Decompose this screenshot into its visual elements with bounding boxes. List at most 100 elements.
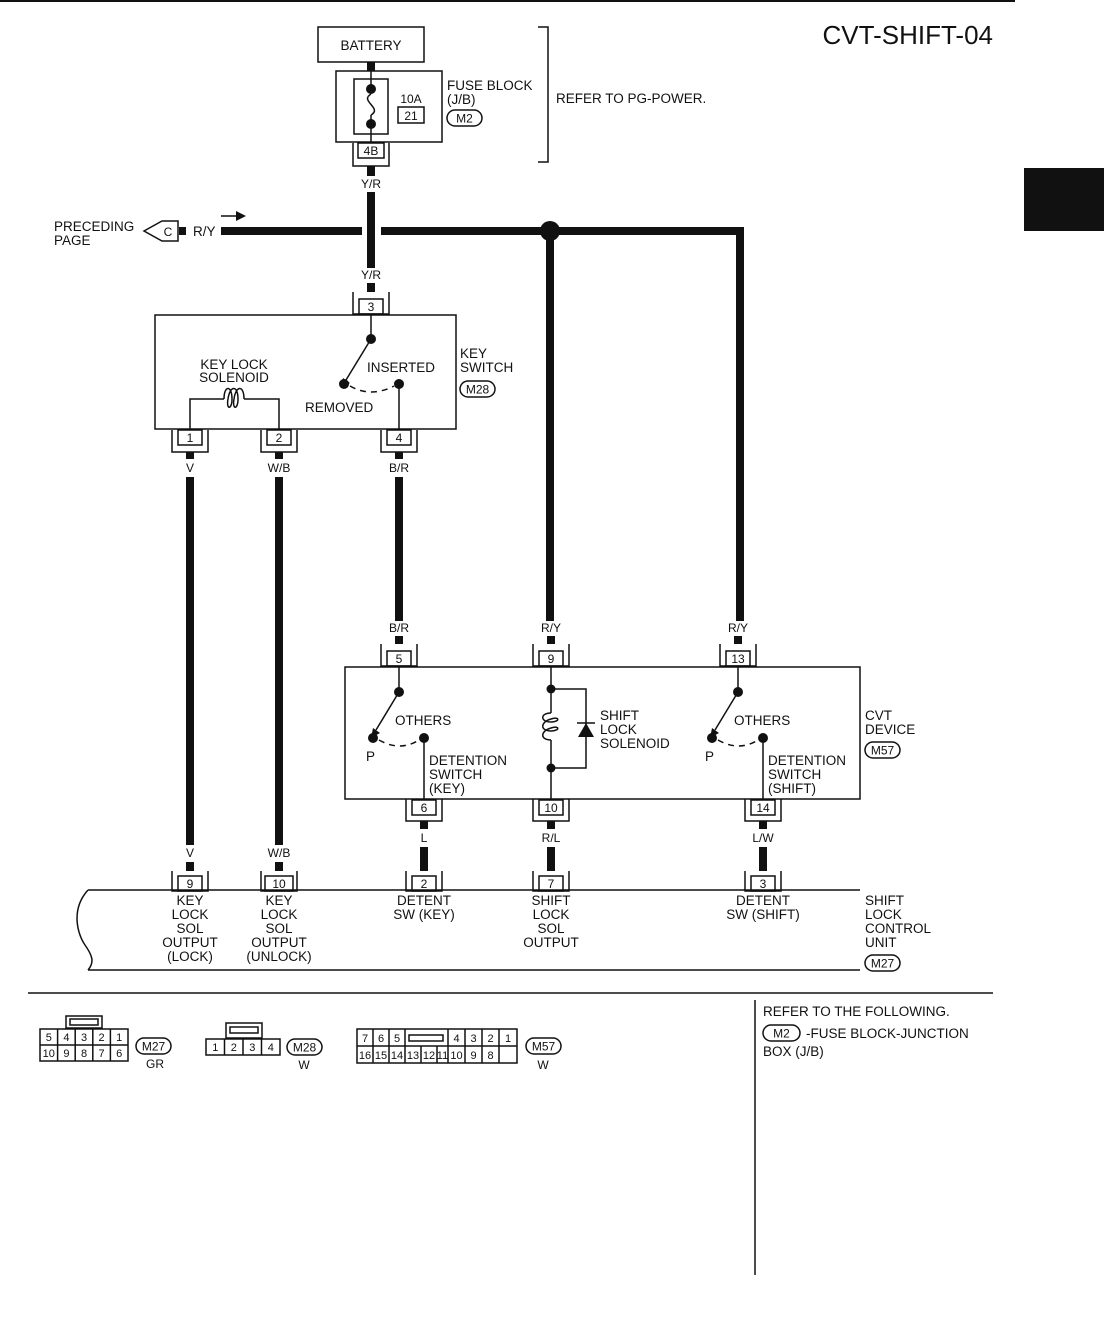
u-pin3-label: 3 (760, 877, 767, 891)
cvt-pin5-box (386, 650, 412, 667)
m27-pin: 2 (99, 1032, 105, 1044)
m57-pin: 15 (375, 1050, 387, 1062)
refer-box-jb: BOX (J/B) (763, 1044, 824, 1059)
m28-pin: 3 (249, 1042, 255, 1054)
connector-m27-face (39, 1015, 129, 1062)
dss-label2: SWITCH (768, 767, 821, 782)
wire-cvt13-label: R/Y (728, 621, 748, 635)
u-t3-line1: DETENT (736, 893, 790, 908)
u-t9-line3: SOL (176, 921, 204, 936)
fuse-connector-id: M2 (456, 112, 473, 126)
cvt-pin13-box (725, 650, 751, 667)
m28-pin: 4 (268, 1042, 274, 1054)
connector-m57-face (356, 1028, 518, 1064)
m27-pin: 8 (81, 1048, 87, 1060)
u-t7-line3: SOL (537, 921, 565, 936)
m57-pin: 12 (423, 1050, 435, 1062)
dsk-label3: (KEY) (429, 781, 465, 796)
fuse-number: 21 (404, 109, 418, 123)
shift-coil-icon (542, 712, 559, 741)
m27-badge-id: M27 (142, 1040, 166, 1054)
u-t9-line5: (LOCK) (167, 949, 213, 964)
m28-pin: 1 (212, 1042, 218, 1054)
dsk-blade (375, 691, 400, 731)
m57-badge-id: M57 (532, 1040, 556, 1054)
fuse-block-box (335, 70, 443, 143)
cvt-pin10-box (538, 799, 564, 816)
refer-m2-id: M2 (773, 1027, 790, 1041)
u-pin9-label: 9 (187, 877, 194, 891)
cvt-device-connector-id: M57 (871, 744, 895, 758)
ks-pin3-label: 3 (368, 300, 375, 314)
fuse-connector-badge (446, 109, 483, 127)
preceding-wire-color: R/Y (193, 224, 216, 239)
wire-u9-label: V (186, 846, 194, 860)
dss-p-contact (707, 733, 717, 743)
wire-cvt9-label: R/Y (541, 621, 561, 635)
key-switch-box (154, 314, 457, 430)
ks-removed-contact (339, 379, 349, 389)
unit-name3: CONTROL (865, 921, 931, 936)
ks-pin2-label: 2 (276, 431, 283, 445)
cvt-pin14-box (750, 799, 776, 816)
m27-pin: 9 (63, 1048, 69, 1060)
u-pin2-label: 2 (421, 877, 428, 891)
fuse-block-label: FUSE BLOCK (447, 78, 533, 93)
sls-label3: SOLENOID (600, 736, 670, 751)
key-switch-connector-id: M28 (466, 383, 490, 397)
terminal-4b-label: 4B (364, 144, 379, 158)
ks-pin1-box (177, 429, 203, 446)
fuse-node-top (366, 84, 376, 94)
cvt-device-connector-badge (864, 741, 901, 759)
ks-pin4-box (386, 429, 412, 446)
m57-pin: 4 (453, 1033, 459, 1045)
m28-badge (286, 1038, 323, 1056)
u-pin3-box (750, 875, 776, 892)
key-switch-name2: SWITCH (460, 360, 513, 375)
cvt-pin9-label: 9 (548, 652, 555, 666)
m57-pin: 13 (407, 1050, 419, 1062)
sls-label1: SHIFT (600, 708, 639, 723)
wire-fuse-out-label: Y/R (361, 177, 381, 191)
wire-cvt5-label: B/R (389, 621, 409, 635)
wire-ks4-label: B/R (389, 461, 409, 475)
fuse-number-box (397, 106, 425, 124)
u-t7-line4: OUTPUT (523, 935, 579, 950)
cvt-pin14-label: 14 (756, 801, 770, 815)
m27-pin: 7 (99, 1048, 105, 1060)
u-t10-line4: OUTPUT (251, 935, 307, 950)
m57-pin: 7 (362, 1033, 368, 1045)
ks-switch-blade (345, 338, 372, 381)
u-pin2-box (411, 875, 437, 892)
power-bracket (538, 26, 549, 163)
wire-cvt14-label: L/W (752, 831, 774, 845)
u-t9-line4: OUTPUT (162, 935, 218, 950)
terminal-4b-box (357, 142, 385, 159)
dss-blade (714, 691, 739, 731)
wire-ks-in-label: Y/R (361, 268, 381, 282)
ks-switch-travel (349, 385, 395, 393)
dss-label3: (SHIFT) (768, 781, 816, 796)
m57-pin: 2 (487, 1033, 493, 1045)
dss-travel (717, 739, 759, 747)
m57-pin: 9 (470, 1050, 476, 1062)
battery-label: BATTERY (340, 38, 401, 53)
u-t7-line2: LOCK (533, 907, 570, 922)
u-t7-line1: SHIFT (532, 893, 571, 908)
dss-label1: DETENTION (768, 753, 846, 768)
diode-branch (551, 688, 587, 769)
page-title: CVT-SHIFT-04 (823, 20, 993, 50)
m57-pin: 16 (359, 1050, 371, 1062)
inserted-label: INSERTED (367, 360, 435, 375)
wire-cvt6-label: L (421, 831, 428, 845)
u-t10-line2: LOCK (261, 907, 298, 922)
dsk-others-label: OTHERS (395, 713, 451, 728)
arrow-right-icon (236, 211, 246, 221)
u-pin10-box (264, 875, 294, 892)
refer-following-title: REFER TO THE FOLLOWING. (763, 1004, 950, 1019)
m27-badge (135, 1037, 172, 1055)
dss-others-label: OTHERS (734, 713, 790, 728)
m57-color: W (537, 1058, 549, 1072)
solenoid-lead-left (189, 398, 224, 429)
u-t9-line2: LOCK (172, 907, 209, 922)
